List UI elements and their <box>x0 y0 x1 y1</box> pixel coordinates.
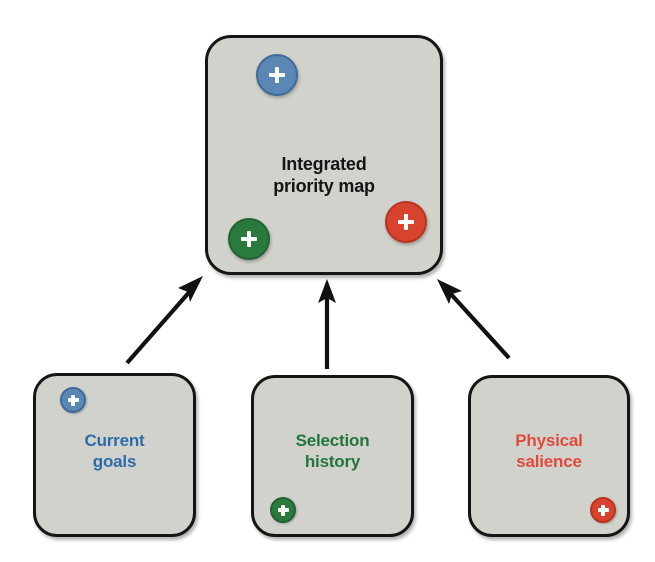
node-physical-salience[interactable]: Physical salience <box>468 375 630 537</box>
arrow-selection-history-to-map <box>318 279 336 369</box>
node-label-physical-salience: Physical salience <box>515 431 583 471</box>
node-integrated-priority-map[interactable]: Integrated priority map <box>205 35 443 275</box>
node-label-current-goals: Current goals <box>84 431 145 471</box>
node-current-goals[interactable]: Current goals <box>33 373 196 537</box>
red-plus-marker[interactable] <box>385 201 427 243</box>
node-selection-history[interactable]: Selection history <box>251 375 414 537</box>
green-plus-marker[interactable] <box>270 497 296 523</box>
arrow-physical-salience-to-map <box>437 279 511 360</box>
node-label-integrated-priority-map: Integrated priority map <box>273 154 375 196</box>
node-label-selection-history: Selection history <box>295 431 370 471</box>
arrow-current-goals-to-map <box>125 276 203 365</box>
green-plus-marker[interactable] <box>228 218 270 260</box>
blue-plus-marker[interactable] <box>256 54 298 96</box>
blue-plus-marker[interactable] <box>60 387 86 413</box>
red-plus-marker[interactable] <box>590 497 616 523</box>
